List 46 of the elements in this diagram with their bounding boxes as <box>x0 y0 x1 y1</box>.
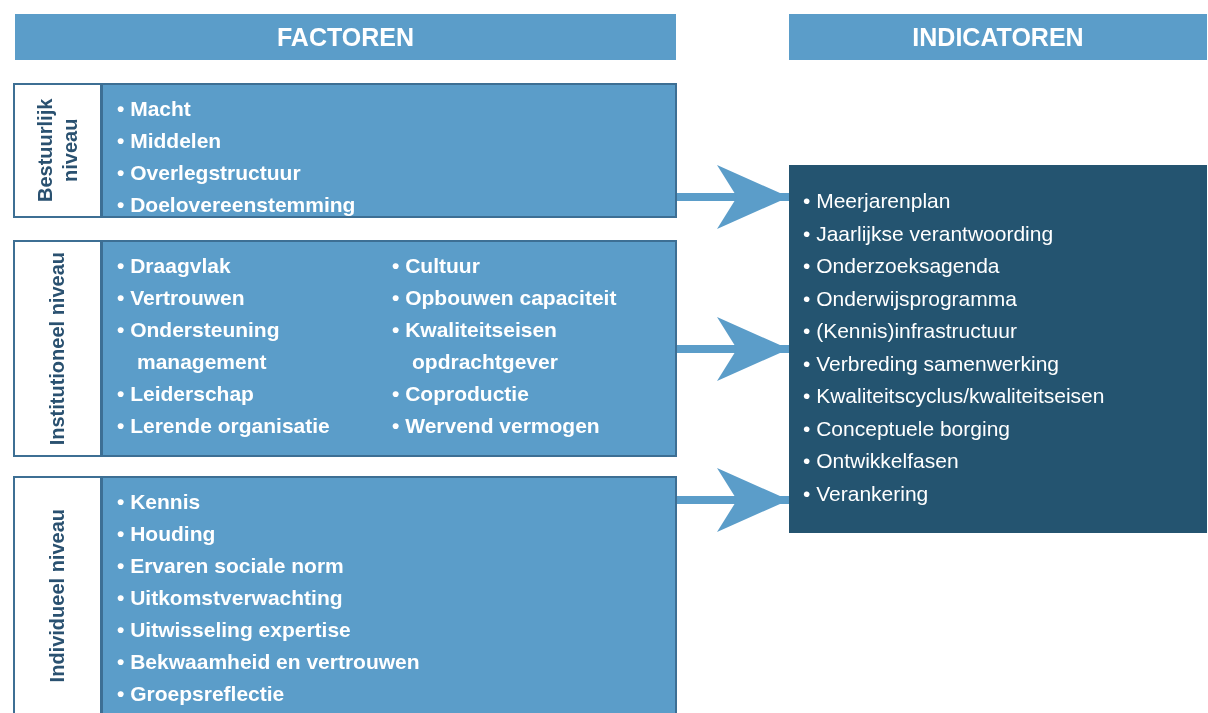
factor-item: • Kwaliteitseisen opdrachtgever <box>392 317 559 375</box>
factor-box <box>101 476 677 713</box>
level-label-box <box>13 476 102 713</box>
level-label-box <box>13 240 102 457</box>
arrow <box>677 468 789 532</box>
factor-item: • Lerende organisatie <box>117 413 330 439</box>
indicator-item: • Ontwikkelfasen <box>803 448 960 474</box>
factor-item: • Groepsreflectie <box>117 681 286 707</box>
arrow <box>677 165 789 229</box>
factor-box <box>101 240 677 457</box>
factor-item: • Bekwaamheid en vertrouwen <box>117 649 420 675</box>
factor-item: • Ervaren sociale norm <box>117 553 344 579</box>
factor-item: • Middelen <box>117 128 223 154</box>
header-band: FACTOREN <box>15 14 676 60</box>
factor-item: • Coproductie <box>392 381 530 407</box>
factor-item: • Macht <box>117 96 192 122</box>
arrow <box>677 317 789 381</box>
factor-item: • Houding <box>117 521 217 547</box>
indicator-item: • (Kennis)infrastructuur <box>803 318 1018 344</box>
indicator-item: • Conceptuele borging <box>803 415 1010 442</box>
factor-item: • Doelovereenstemming <box>117 192 357 218</box>
level-label-box <box>13 83 102 218</box>
header-band: INDICATOREN <box>789 14 1207 60</box>
level-label: Institutioneel niveau <box>45 251 69 446</box>
factor-item: • Uitkomstverwachting <box>117 585 344 611</box>
factor-item: • Opbouwen capaciteit <box>392 285 617 311</box>
indicator-item: • Onderwijsprogramma <box>803 285 1018 312</box>
indicator-item: • Jaarlijkse verantwoording <box>803 220 1054 247</box>
factor-item: • Kennis <box>117 489 202 515</box>
factor-item: • Overlegstructuur <box>117 160 302 186</box>
level-label: Individueel niveau <box>45 509 69 683</box>
indicator-item: • Verbreding samenwerking <box>803 350 1059 377</box>
indicator-item: • Verankering <box>803 480 930 507</box>
indicator-item: • Onderzoeksagenda <box>803 253 1001 279</box>
factor-item: • Cultuur <box>392 253 481 279</box>
factor-box <box>101 83 677 218</box>
factor-item: • Uitwisseling expertise <box>117 617 351 643</box>
factor-item: • Wervend vermogen <box>392 413 600 439</box>
factor-item: • Draagvlak <box>117 253 232 279</box>
indicator-item: • Meerjarenplan <box>803 188 952 214</box>
factor-item: • Vertrouwen <box>117 285 246 311</box>
level-label: Bestuurlijk niveau <box>32 97 82 205</box>
indicator-box <box>789 165 1207 533</box>
factor-item: • Ondersteuning management <box>117 317 281 375</box>
factor-item: • Leiderschap <box>117 381 255 407</box>
indicator-item: • Kwaliteitscyclus/kwaliteitseisen <box>803 383 1106 409</box>
